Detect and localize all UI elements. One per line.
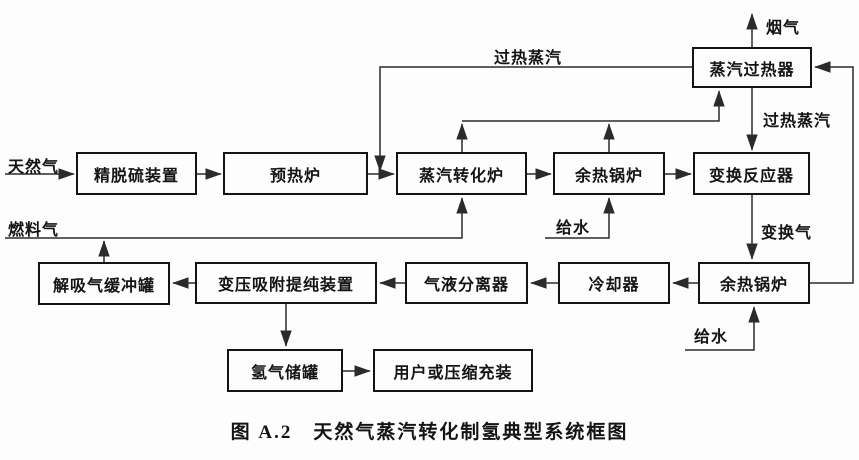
stream-label-superheated-steam-top: 过热蒸汽 xyxy=(494,50,563,67)
node-desulfurization-unit: 精脱硫装置 xyxy=(76,152,197,195)
stream-label-feed-water-2: 给水 xyxy=(694,329,729,346)
stream-label-fuel-gas: 燃料气 xyxy=(8,222,60,239)
stream-label-natural-gas: 天然气 xyxy=(8,159,60,176)
node-shift-reactor: 变换反应器 xyxy=(693,152,810,195)
stream-label-superheated-steam-right: 过热蒸汽 xyxy=(763,113,832,130)
connector-fuel-gas-to-reformer xyxy=(5,197,468,239)
node-cooler: 冷却器 xyxy=(558,262,670,304)
connector-feedwater-to-whb2 xyxy=(685,306,760,351)
stream-label-feed-water-1: 给水 xyxy=(556,220,591,237)
node-gas-liquid-separator: 气液分离器 xyxy=(405,262,528,304)
node-steam-superheater: 蒸汽过热器 xyxy=(692,47,812,88)
connector-superheated-steam-to-feed-line xyxy=(374,66,692,172)
node-desorption-gas-buffer-tank: 解吸气缓冲罐 xyxy=(38,262,170,305)
node-user-or-compression-filling: 用户或压缩充装 xyxy=(373,349,533,392)
node-psa-purification-unit: 变压吸附提纯装置 xyxy=(195,262,377,304)
node-waste-heat-boiler-2: 余热锅炉 xyxy=(698,262,810,304)
connector-feedwater-to-whb1 xyxy=(545,197,615,239)
stream-label-shift-gas: 变换气 xyxy=(761,225,813,242)
connector-steam-header-to-superheater xyxy=(462,90,725,122)
stream-label-flue-gas: 烟气 xyxy=(766,20,801,37)
node-hydrogen-storage-tank: 氢气储罐 xyxy=(227,349,343,392)
node-preheater-furnace: 预热炉 xyxy=(223,152,368,195)
figure-caption: 图 A.2 天然气蒸汽转化制氢典型系统框图 xyxy=(230,422,629,443)
node-waste-heat-boiler-1: 余热锅炉 xyxy=(553,152,665,195)
connector-whb2-steam-return xyxy=(810,61,854,284)
node-steam-reformer: 蒸汽转化炉 xyxy=(396,152,527,195)
